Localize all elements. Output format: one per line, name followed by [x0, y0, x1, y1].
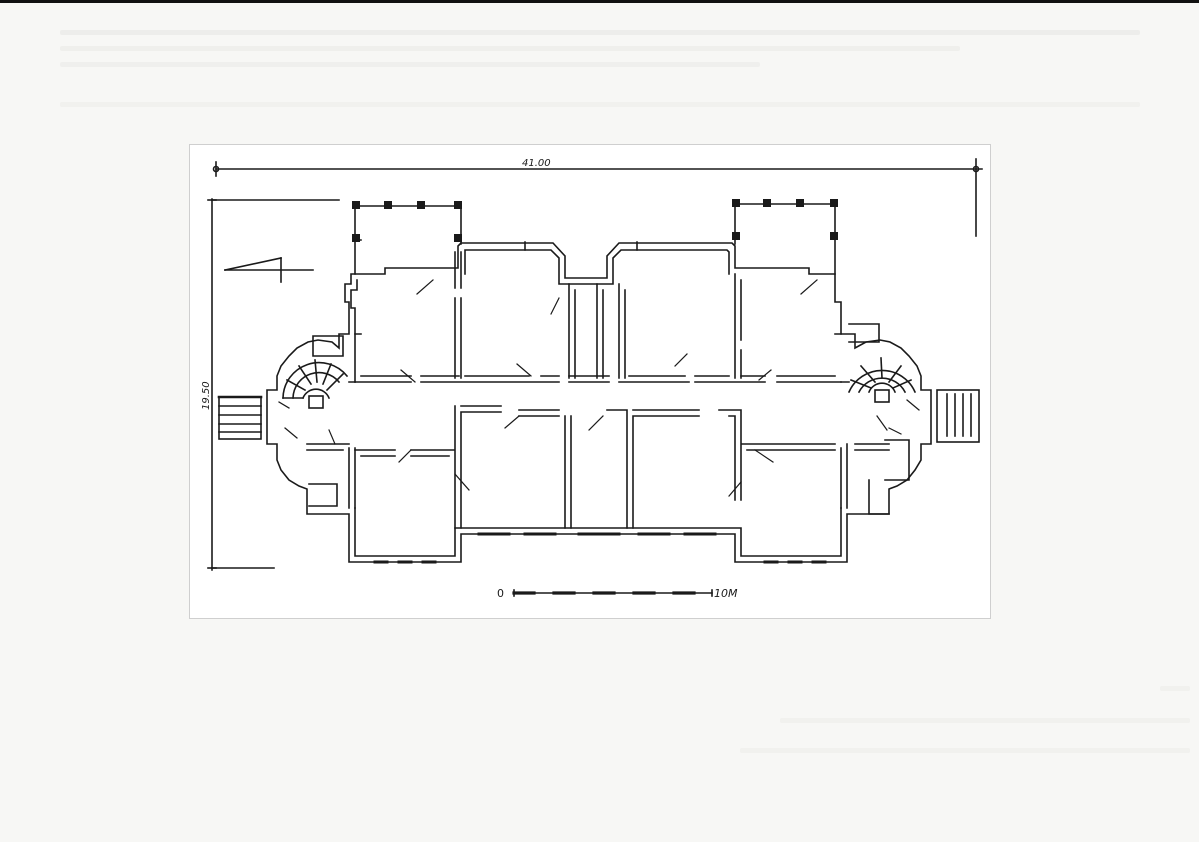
- bleed-through-line: [60, 46, 960, 51]
- north-arrow-icon: [224, 257, 314, 283]
- scale-bar: [512, 589, 713, 597]
- loggia-piers: [352, 199, 838, 242]
- width-dimension-label: 41.00: [522, 158, 551, 169]
- room-partitions-south: [306, 443, 890, 509]
- scale-start-label: 0: [497, 587, 504, 600]
- door-swings: [278, 279, 920, 497]
- northeast-loggia: [734, 203, 836, 275]
- bleed-through-line: [60, 30, 1140, 35]
- bleed-through-line: [1160, 686, 1190, 691]
- floor-plan: 41.00 19.50 0 10M: [201, 158, 983, 600]
- scale-end-label: 10M: [714, 587, 738, 600]
- bleed-through-line: [780, 718, 1190, 723]
- outer-wall: [266, 242, 932, 563]
- west-entrance-stair: [217, 395, 263, 440]
- bleed-through-line: [740, 748, 1190, 753]
- east-entrance-stair: [936, 389, 980, 443]
- south-windows: [373, 532, 827, 564]
- east-small-room: [848, 323, 910, 515]
- corridor-south-wall: [354, 405, 836, 529]
- outer-wall-inner: [350, 249, 842, 557]
- depth-dimension-label: 19.50: [201, 381, 212, 410]
- depth-dimension-line: [207, 198, 340, 571]
- bleed-through-line: [60, 62, 760, 67]
- room-partitions-north: [348, 241, 850, 383]
- east-spiral-stair: [847, 357, 917, 403]
- bleed-through-line: [60, 102, 1140, 107]
- width-dimension-line: [212, 158, 983, 237]
- northwest-loggia: [354, 201, 462, 275]
- west-spiral-stair: [282, 359, 349, 409]
- west-small-room: [308, 335, 344, 507]
